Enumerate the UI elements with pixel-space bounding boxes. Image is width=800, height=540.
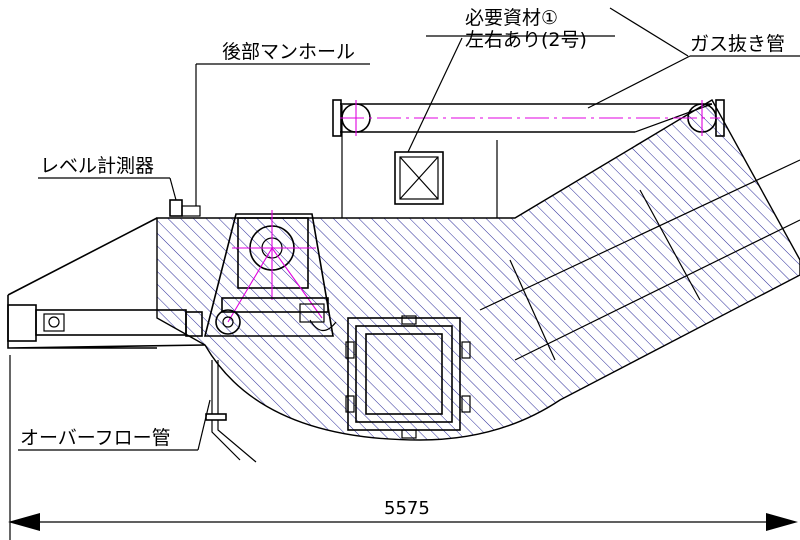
tank-body-hatched <box>156 99 800 441</box>
label-overflow-pipe: オーバーフロー管 <box>20 427 171 449</box>
inlet-flange <box>7 304 37 342</box>
leader-gas-pipe-top <box>609 7 689 57</box>
label-rear-manhole: 後部マンホール <box>222 41 355 63</box>
label-required-material-2: 左右あり(2号) <box>465 29 587 51</box>
leader-required-material <box>407 37 463 153</box>
lug-4 <box>461 395 471 413</box>
inner-line-3 <box>509 259 556 361</box>
inner-line-2 <box>514 219 800 361</box>
overflow-flange <box>205 413 227 421</box>
label-required-material-1: 必要資材① <box>465 7 558 29</box>
required-material-box <box>394 151 444 205</box>
link-line-2 <box>271 247 323 319</box>
mechanism-bar <box>221 297 329 313</box>
required-material-x2 <box>399 156 439 200</box>
inlet-fitting-hole <box>48 316 60 328</box>
label-level-meter: レベル計測器 <box>40 155 154 177</box>
manhole-cover <box>237 217 309 289</box>
required-material-box-inner <box>399 156 439 200</box>
pivot-hub <box>222 316 234 328</box>
dim-arrow-left <box>8 513 40 531</box>
level-meter-body <box>169 199 183 217</box>
inner-line-1 <box>479 159 800 311</box>
pivot-wheel <box>215 309 241 335</box>
pivot-bracket <box>185 311 203 337</box>
level-meter-cap <box>181 205 201 217</box>
inner-line-4 <box>639 189 701 301</box>
lug-6 <box>401 429 417 439</box>
mechanism-block <box>299 303 325 323</box>
inlet-fitting <box>43 313 65 332</box>
overflow-pipe-elbow <box>211 420 257 463</box>
label-gas-vent-pipe: ガス抜き管 <box>690 33 785 55</box>
leader-overflow <box>197 399 211 451</box>
lug-1 <box>345 341 355 359</box>
leader-gas-pipe <box>587 55 691 109</box>
lower-box-inner <box>365 333 443 415</box>
manhole-frame <box>203 213 334 337</box>
lug-3 <box>345 395 355 413</box>
lug-2 <box>461 341 471 359</box>
link-line-1 <box>227 247 273 323</box>
lower-box-mid <box>355 325 453 423</box>
leader-level-meter <box>169 177 177 201</box>
lug-5 <box>401 315 417 325</box>
dimension-value: 5575 <box>384 498 430 519</box>
hook <box>309 319 337 332</box>
gas-pipe-flange-left <box>332 99 342 137</box>
dim-arrow-right <box>766 513 798 531</box>
